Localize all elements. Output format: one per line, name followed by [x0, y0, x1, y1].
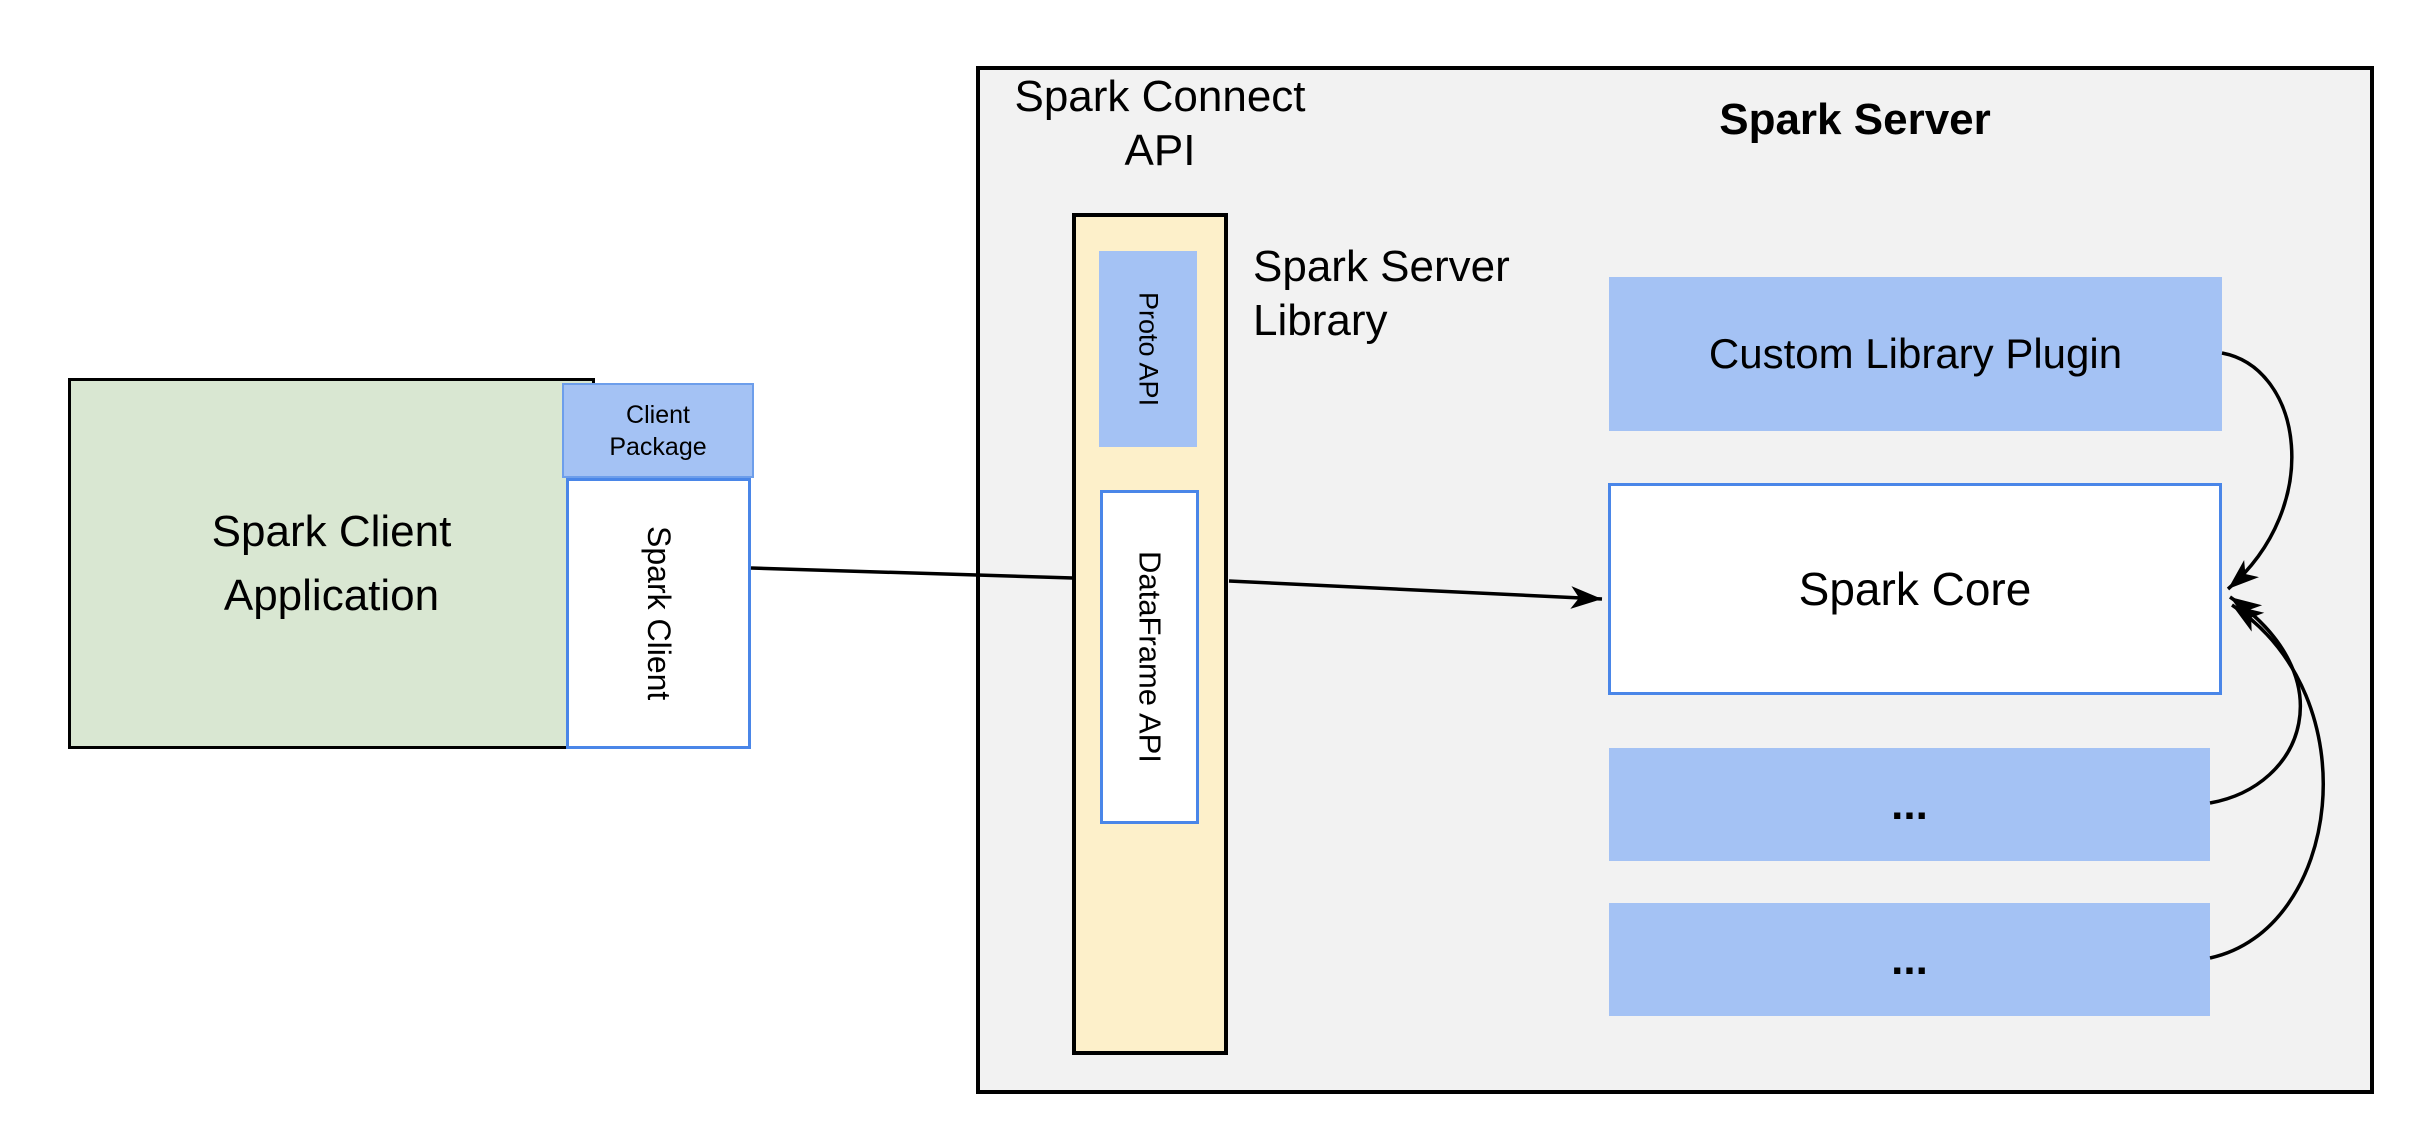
plugin-slot-2-label: ... [1891, 934, 1928, 984]
spark-core-label: Spark Core [1798, 563, 2032, 615]
spark-server-title: Spark Server [1719, 95, 1991, 144]
spark-client-application-label-line1: Spark Client [211, 506, 452, 556]
dataframe-api-label: DataFrame API [1132, 551, 1168, 763]
client-package-label-line2: Package [609, 432, 707, 461]
spark-client-label: Spark Client [641, 526, 677, 701]
spark-connect-api-label-line2: API [1124, 126, 1196, 175]
spark-core-box: Spark Core [1608, 483, 2222, 695]
spark-connect-api-label: Spark Connect API [960, 70, 1360, 178]
client-package-label-line1: Client [626, 400, 690, 429]
spark-connect-api-label-line1: Spark Connect [1014, 72, 1306, 121]
client-package-box: Client Package [562, 383, 754, 478]
custom-library-plugin-box: Custom Library Plugin [1609, 277, 2222, 431]
proto-api-label: Proto API [1133, 291, 1164, 407]
spark-server-library-label-line1: Spark Server [1253, 242, 1510, 291]
plugin-slot-box-2: ... [1609, 903, 2210, 1016]
dataframe-api-box: DataFrame API [1100, 490, 1199, 824]
spark-client-application-label-line2: Application [223, 570, 440, 620]
spark-client-box: Spark Client [566, 478, 751, 749]
spark-server-library-label: Spark Server Library [1253, 240, 1673, 348]
spark-client-application-box: Spark Client Application [68, 378, 595, 749]
spark-server-library-label-line2: Library [1253, 296, 1388, 345]
plugin-slot-box-1: ... [1609, 748, 2210, 861]
proto-api-box: Proto API [1099, 251, 1197, 447]
custom-library-plugin-label: Custom Library Plugin [1708, 330, 2123, 377]
plugin-slot-1-label: ... [1891, 779, 1928, 829]
